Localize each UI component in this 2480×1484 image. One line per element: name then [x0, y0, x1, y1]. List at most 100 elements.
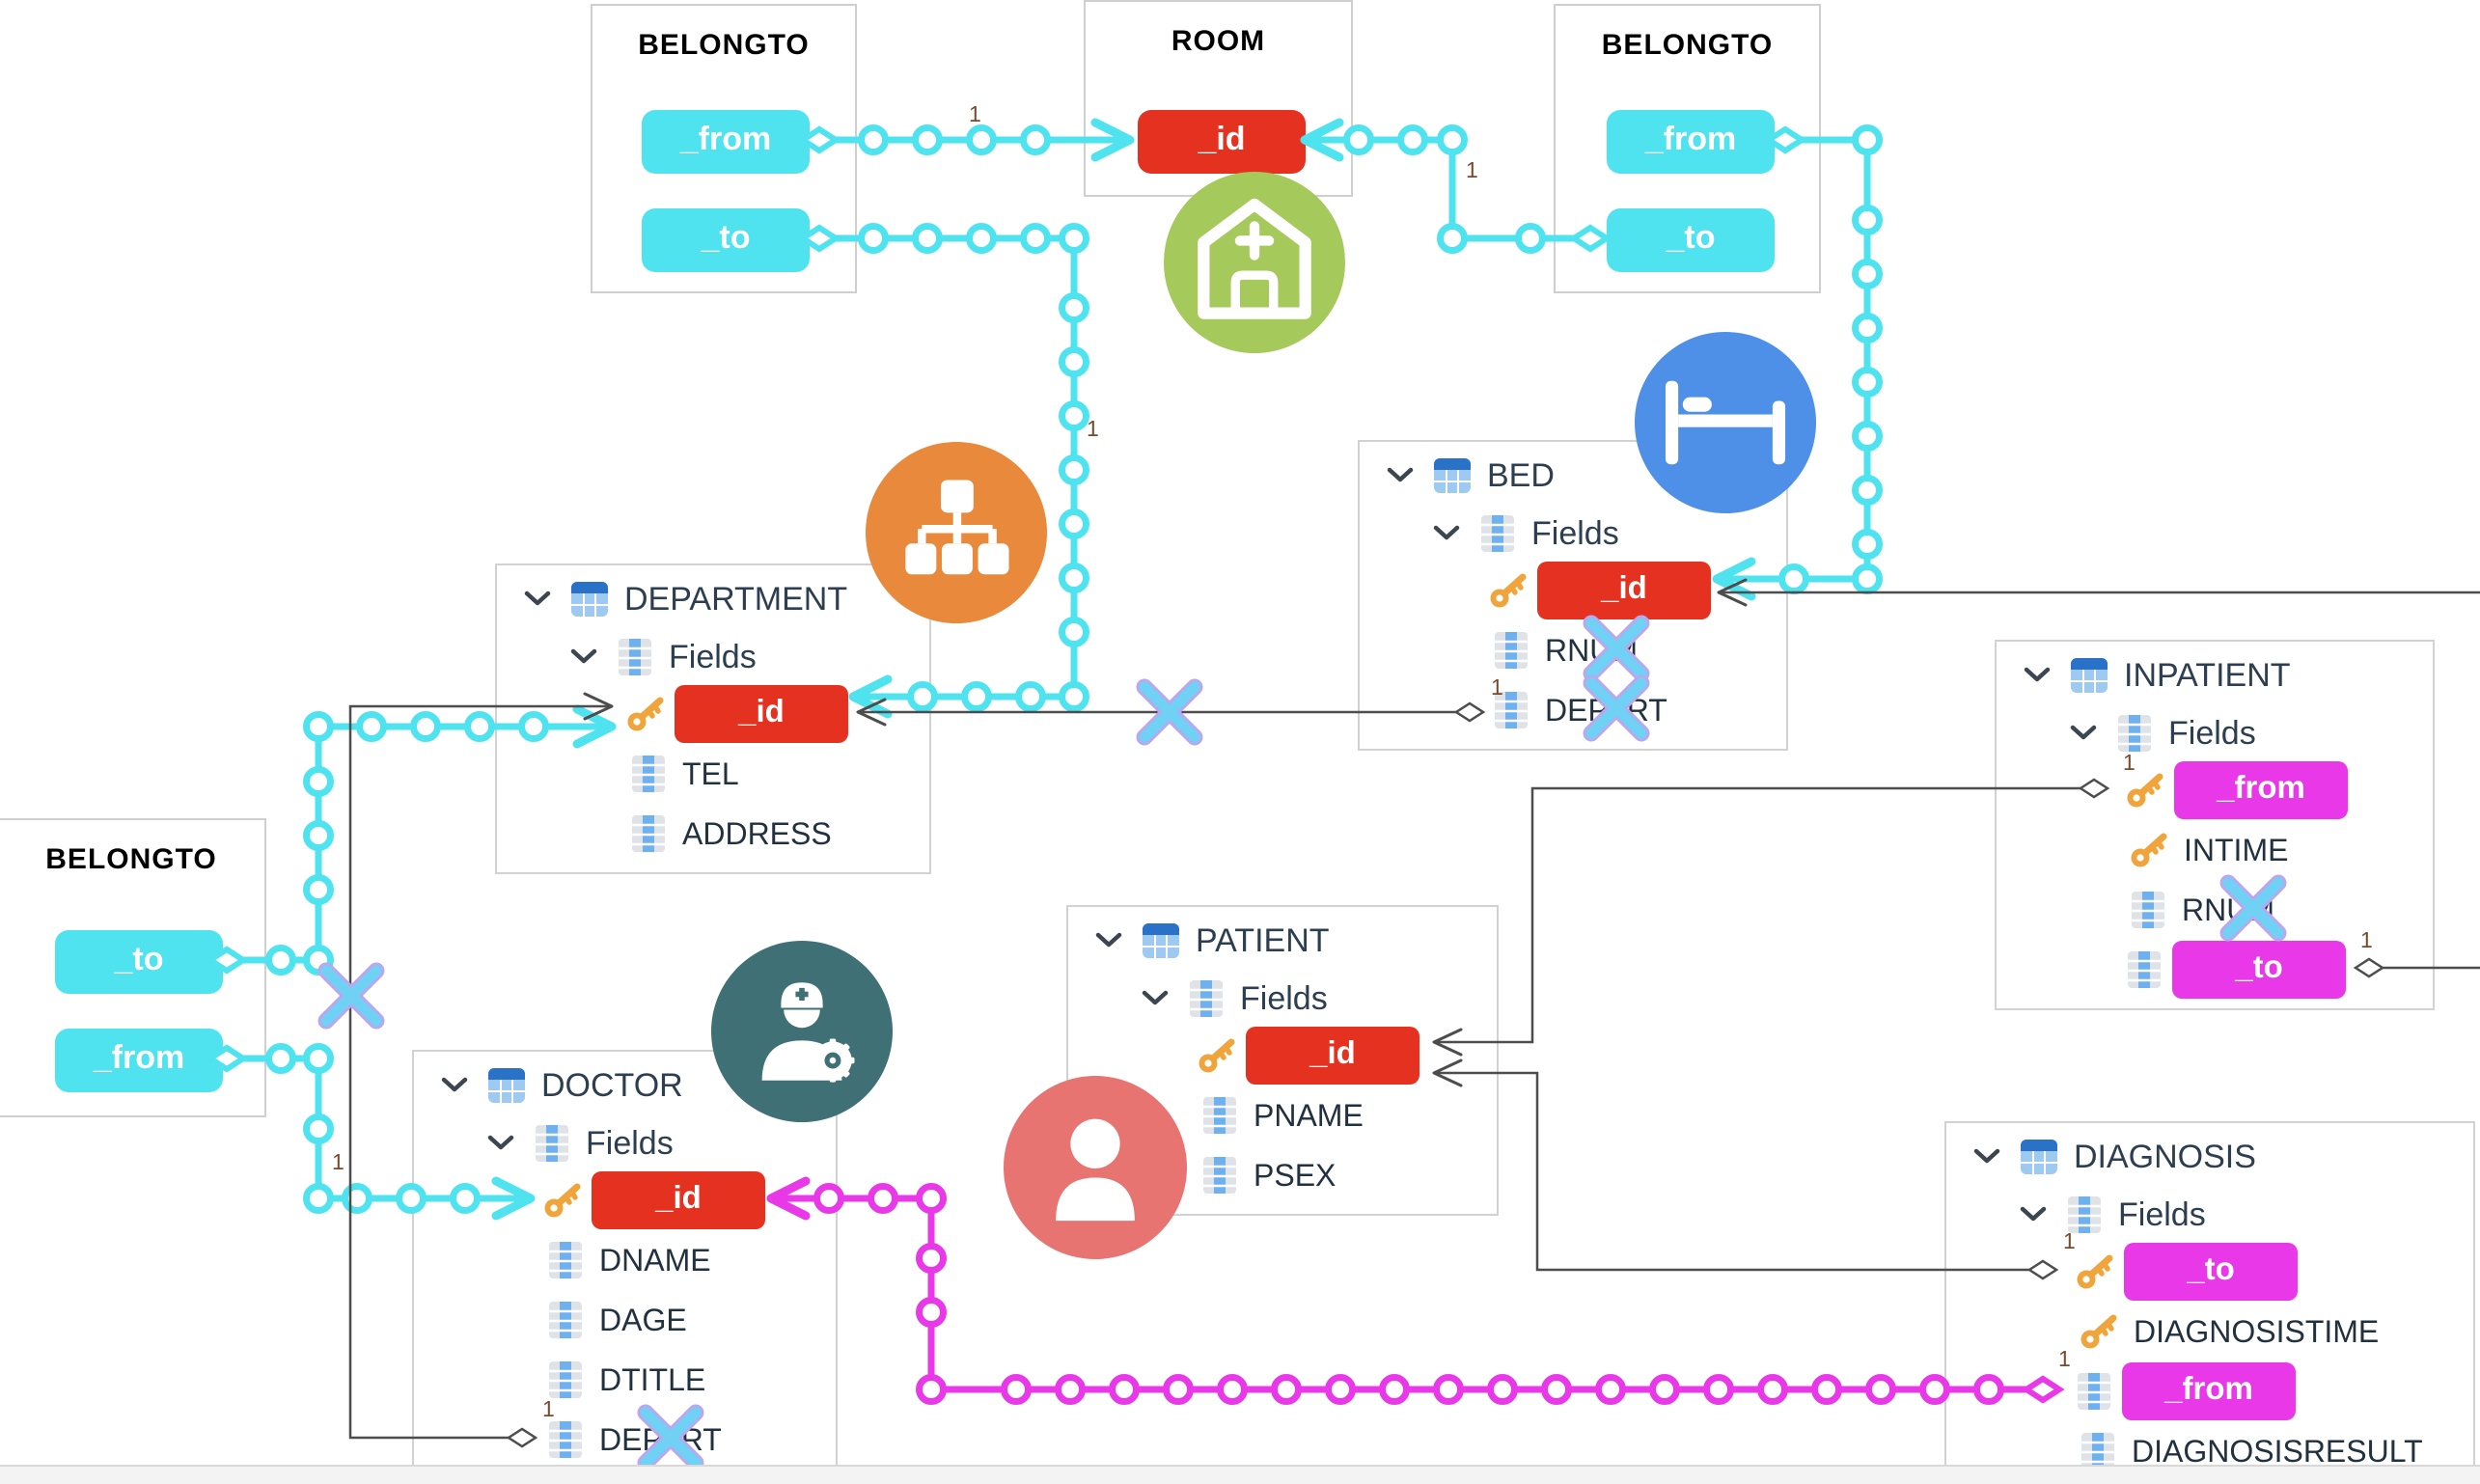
field-row-INTIME[interactable]: INTIME [1997, 821, 2288, 879]
delete-x-icon[interactable] [317, 962, 385, 1030]
field-row-to[interactable]: _to [1946, 1243, 2298, 1301]
connector-bead[interactable] [916, 1297, 947, 1328]
connector-bead[interactable] [303, 1183, 334, 1214]
connector-bead[interactable] [1811, 1374, 1842, 1405]
field-row-RNUM[interactable]: RNUM [1360, 621, 1638, 679]
connector-bead[interactable] [464, 711, 495, 742]
connector-bead[interactable] [916, 1374, 947, 1405]
chevron-down-icon[interactable] [2018, 1204, 2049, 1225]
belongto-top-right-pill_to[interactable]: _to [1607, 208, 1775, 272]
delete-x-icon[interactable] [1136, 678, 1203, 746]
connector-bead[interactable] [1271, 1374, 1302, 1405]
connector-bead[interactable] [1059, 346, 1089, 377]
connector-bead[interactable] [916, 1183, 947, 1214]
fields-group-row[interactable]: Fields [1360, 511, 1619, 556]
field-row-id[interactable]: _id [497, 685, 848, 743]
field-pill-_id[interactable]: _id [1246, 1027, 1419, 1085]
connector-bead[interactable] [1059, 681, 1089, 712]
connector-bead[interactable] [1397, 124, 1428, 155]
connector-bead[interactable] [1020, 124, 1051, 155]
chevron-down-icon[interactable] [1431, 523, 1462, 544]
chevron-down-icon[interactable] [1093, 930, 1124, 951]
fields-group-row[interactable]: Fields [414, 1121, 674, 1166]
connector-bead[interactable] [1865, 1374, 1896, 1405]
connector-bead[interactable] [303, 711, 334, 742]
connector-bead[interactable] [303, 945, 334, 976]
fields-group-row[interactable]: Fields [1946, 1193, 2206, 1237]
field-pill-_from[interactable]: _from [2174, 761, 2348, 819]
field-pill-_id[interactable]: _id [675, 685, 848, 743]
field-row-DEPART[interactable]: DEPART [1360, 681, 1667, 739]
connector-bead[interactable] [1437, 223, 1468, 254]
connector-bead[interactable] [1059, 563, 1089, 593]
room-pill_id[interactable]: _id [1138, 110, 1306, 174]
connector-bead[interactable] [1595, 1374, 1626, 1405]
field-row-to[interactable]: _to [1997, 941, 2346, 999]
field-row-id[interactable]: _id [414, 1171, 765, 1229]
fields-group-row[interactable]: Fields [1068, 976, 1328, 1021]
field-row-DIAGNOSISRESULT[interactable]: DIAGNOSISRESULT [1946, 1422, 2423, 1480]
connector-bead[interactable] [1852, 205, 1883, 235]
connector-bead[interactable] [858, 223, 889, 254]
connector-bead[interactable] [1852, 421, 1883, 452]
field-row-DEPART[interactable]: DEPART [414, 1411, 722, 1469]
field-row-DTITLE[interactable]: DTITLE [414, 1351, 705, 1409]
connector-bead[interactable] [1015, 681, 1046, 712]
connector-bead[interactable] [868, 1183, 898, 1214]
fields-group-row[interactable]: Fields [497, 635, 757, 679]
field-row-TEL[interactable]: TEL [497, 745, 739, 803]
field-row-id[interactable]: _id [1068, 1027, 1419, 1085]
field-pill-_to[interactable]: _to [2124, 1243, 2298, 1301]
connector-bead[interactable] [966, 223, 997, 254]
connector-bead[interactable] [1852, 367, 1883, 398]
field-row-id[interactable]: _id [1360, 562, 1711, 619]
connector-bead[interactable] [303, 874, 334, 905]
connector-bead[interactable] [303, 1043, 334, 1074]
belongto-top-left-pill_to[interactable]: _to [642, 208, 810, 272]
belongto-top-right-pill_from[interactable]: _from [1607, 110, 1775, 174]
chevron-down-icon[interactable] [522, 589, 553, 610]
chevron-down-icon[interactable] [439, 1075, 470, 1096]
chevron-down-icon[interactable] [1971, 1146, 2002, 1168]
connector-bead[interactable] [1055, 1374, 1086, 1405]
belongto-top-right[interactable]: BELONGTO_from_to [1554, 4, 1821, 293]
chevron-down-icon[interactable] [2022, 665, 2053, 686]
connector-bead[interactable] [966, 124, 997, 155]
entity-title-row[interactable]: BED [1360, 453, 1555, 498]
connector-bead[interactable] [1059, 400, 1089, 431]
field-row-from[interactable]: _from [1997, 761, 2348, 819]
field-pill-_from[interactable]: _from [2122, 1362, 2296, 1420]
connector-bead[interactable] [1437, 124, 1468, 155]
connector-bead[interactable] [303, 766, 334, 797]
field-pill-_id[interactable]: _id [592, 1171, 765, 1229]
connector-bead[interactable] [1649, 1374, 1680, 1405]
connector-bead[interactable] [1852, 529, 1883, 560]
connector-bead[interactable] [1001, 1374, 1032, 1405]
field-row-RNUM[interactable]: RNUM [1997, 881, 2274, 939]
connector-bead[interactable] [303, 820, 334, 851]
connector-bead[interactable] [912, 124, 943, 155]
field-row-from[interactable]: _from [1946, 1362, 2296, 1420]
connector-bead[interactable] [912, 223, 943, 254]
entity-title-row[interactable]: PATIENT [1068, 919, 1330, 963]
field-row-ADDRESS[interactable]: ADDRESS [497, 805, 832, 863]
connector-bead[interactable] [1852, 124, 1883, 155]
connector-bead[interactable] [1059, 223, 1089, 254]
belongto-left-pill_from[interactable]: _from [55, 1029, 223, 1092]
chevron-down-icon[interactable] [1140, 988, 1171, 1009]
connector-bead[interactable] [303, 1113, 334, 1144]
entity-title-row[interactable]: INPATIENT [1997, 653, 2291, 698]
connector-bead[interactable] [1059, 508, 1089, 539]
connector-bead[interactable] [1487, 1374, 1518, 1405]
entity-title-row[interactable]: DIAGNOSIS [1946, 1135, 2256, 1179]
connector-bead[interactable] [1852, 563, 1883, 594]
connector-bead[interactable] [1852, 259, 1883, 289]
connector-bead[interactable] [1163, 1374, 1194, 1405]
field-pill-_to[interactable]: _to [2172, 941, 2346, 999]
connector-bead[interactable] [1433, 1374, 1464, 1405]
connector-bead[interactable] [1919, 1374, 1950, 1405]
connector-bead[interactable] [265, 945, 296, 976]
field-row-DIAGNOSISTIME[interactable]: DIAGNOSISTIME [1946, 1303, 2379, 1360]
